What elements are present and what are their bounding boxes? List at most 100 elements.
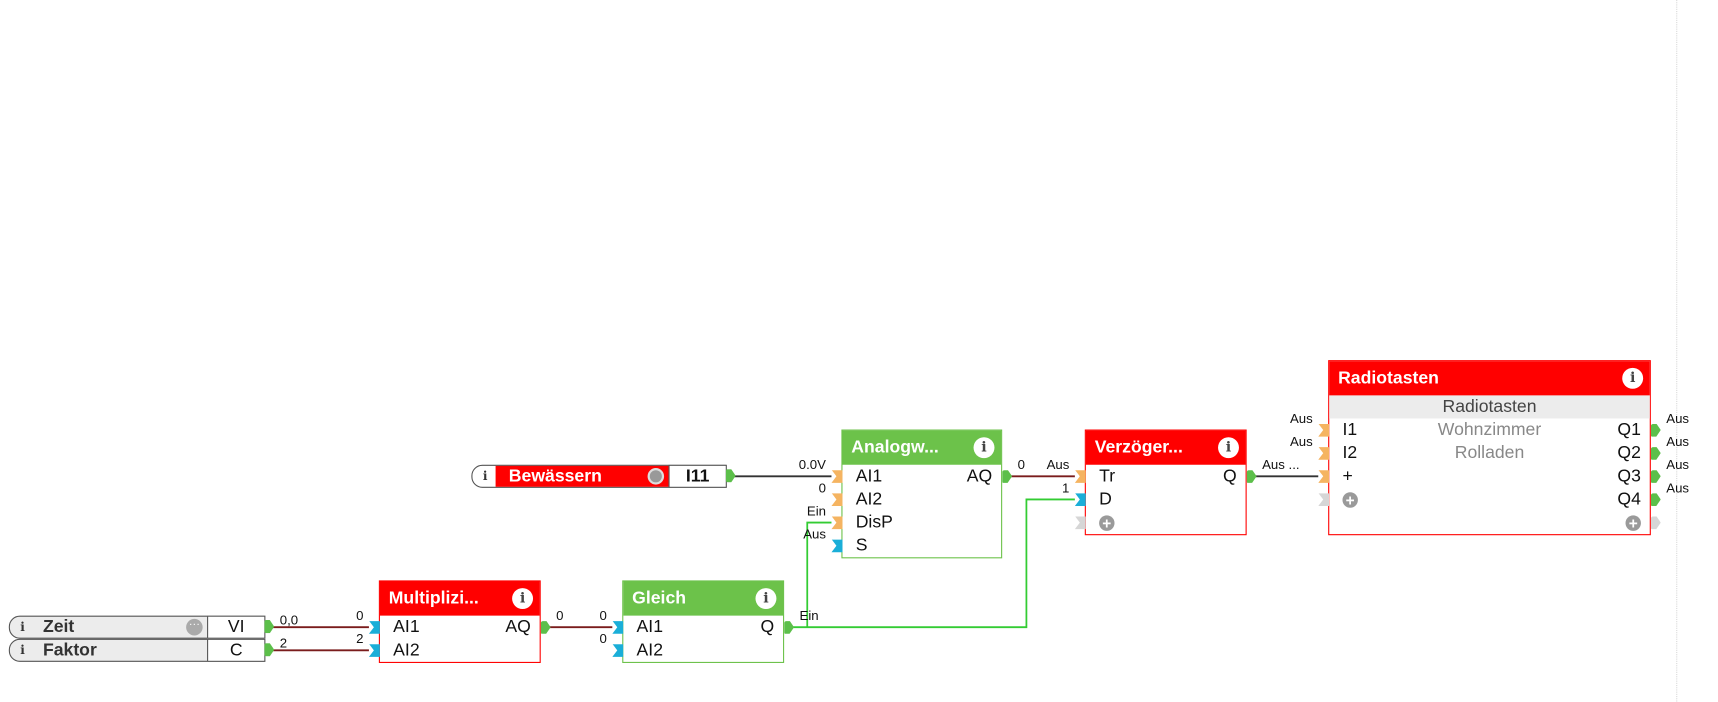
input-port[interactable]: [1318, 492, 1330, 507]
output-Q3: Q3: [1617, 466, 1641, 486]
input-value-label: 0: [818, 479, 826, 496]
input-port[interactable]: [831, 492, 843, 507]
input-port[interactable]: [368, 620, 380, 634]
input-value-label: 1: [1061, 479, 1070, 496]
input-value-label: 0: [599, 607, 607, 623]
input-label-bar: Bewässern: [495, 465, 669, 487]
output-port[interactable]: [1246, 469, 1257, 483]
output-value-label: Aus: [1666, 479, 1690, 496]
block-header[interactable]: Analogw... i: [842, 430, 1002, 465]
info-icon[interactable]: i: [755, 588, 777, 610]
info-icon[interactable]: i: [512, 588, 534, 610]
block-row: +Q3: [1329, 465, 1649, 488]
canvas-edge: [1676, 0, 1678, 702]
block-header[interactable]: Multiplizi...i: [379, 581, 540, 616]
input-port[interactable]: [612, 620, 624, 634]
input-port[interactable]: [1074, 492, 1086, 507]
block-title: Analogw...: [851, 438, 939, 458]
info-icon[interactable]: i: [1218, 437, 1239, 459]
output-port[interactable]: [264, 643, 275, 657]
input-I2: I2: [1342, 443, 1358, 463]
more-icon[interactable]: ···: [186, 618, 203, 636]
input-port[interactable]: [1318, 423, 1330, 437]
output-port[interactable]: [784, 620, 795, 634]
output-port[interactable]: [1650, 515, 1661, 530]
output-+: +: [1625, 511, 1641, 534]
info-icon[interactable]: i: [1622, 367, 1644, 389]
constant-value: VI: [207, 615, 266, 639]
input-AI1: AI1: [855, 466, 883, 486]
input-value-label: Aus: [1046, 456, 1070, 472]
input-port[interactable]: [368, 643, 380, 657]
add-input-icon[interactable]: +: [1099, 515, 1115, 531]
add-output-icon[interactable]: +: [1625, 515, 1641, 531]
wire-gleich-verzoegerung[interactable]: [792, 498, 1075, 629]
output-value-label: 2: [279, 635, 288, 651]
output-port[interactable]: [1002, 469, 1013, 483]
input-AI1: AI1: [636, 617, 663, 637]
output-port[interactable]: [1650, 423, 1661, 437]
block-subtitle: Radiotasten: [1329, 395, 1650, 419]
block-title: Radiotasten: [1338, 368, 1439, 388]
output-port[interactable]: [540, 620, 551, 634]
output-port[interactable]: [1650, 446, 1661, 460]
input-value-label: Ein: [806, 502, 826, 519]
constant-zeit[interactable]: i Zeit ···VI: [8, 615, 266, 639]
output-value-label: 0: [556, 607, 564, 623]
info-icon[interactable]: i: [973, 437, 995, 459]
input-AI2: AI2: [393, 640, 420, 660]
block-header[interactable]: Radiotasten i: [1329, 361, 1650, 396]
input-D: D: [1099, 490, 1112, 509]
info-icon[interactable]: i: [20, 620, 25, 635]
input-port[interactable]: [831, 539, 843, 553]
block-title: Gleich: [632, 589, 687, 608]
output-port[interactable]: [1650, 492, 1661, 507]
input-Tr: Tr: [1099, 466, 1116, 486]
input-port[interactable]: [1318, 446, 1330, 460]
input-S: S: [855, 536, 868, 556]
input-port[interactable]: [831, 515, 843, 530]
input-+: +: [1099, 511, 1115, 534]
info-icon[interactable]: i: [482, 469, 488, 484]
block-row: D: [1086, 488, 1246, 511]
output-Q2: Q2: [1617, 443, 1641, 463]
output-Q: Q: [1223, 466, 1237, 486]
constant-label: Faktor: [42, 640, 97, 660]
output-value-label: Aus: [1666, 410, 1690, 426]
constant-label: Zeit: [42, 617, 75, 637]
input-port[interactable]: [1074, 515, 1086, 530]
block-row: S: [842, 534, 1001, 557]
output-value-label: Ein: [799, 607, 819, 623]
constant-faktor[interactable]: i Faktor C: [8, 638, 266, 662]
input-port[interactable]: [612, 643, 624, 657]
block-header[interactable]: Verzöger...i: [1085, 430, 1246, 465]
wire-gleich-analogwert[interactable]: [806, 521, 832, 628]
input-port[interactable]: [1318, 469, 1330, 483]
output-port[interactable]: [1650, 469, 1661, 483]
add-input-icon[interactable]: +: [1342, 492, 1358, 508]
output-Q: Q: [760, 617, 775, 637]
block-row: AI2: [842, 488, 1001, 511]
info-icon[interactable]: i: [20, 643, 25, 658]
input-port[interactable]: [831, 469, 843, 483]
output-value-label: Aus: [1666, 456, 1690, 472]
block-row: +: [1086, 511, 1246, 534]
block-row: DisP: [842, 511, 1001, 534]
input-DisP: DisP: [855, 513, 893, 532]
output-port[interactable]: [264, 620, 275, 634]
input-AI1: AI1: [393, 617, 420, 637]
input-port[interactable]: [1074, 469, 1086, 483]
input-value: I11: [668, 464, 727, 488]
input-value-label: Aus: [803, 525, 826, 542]
block-header[interactable]: Gleich i: [623, 581, 784, 616]
output-port[interactable]: [725, 469, 736, 483]
constant-value: C: [207, 638, 266, 662]
